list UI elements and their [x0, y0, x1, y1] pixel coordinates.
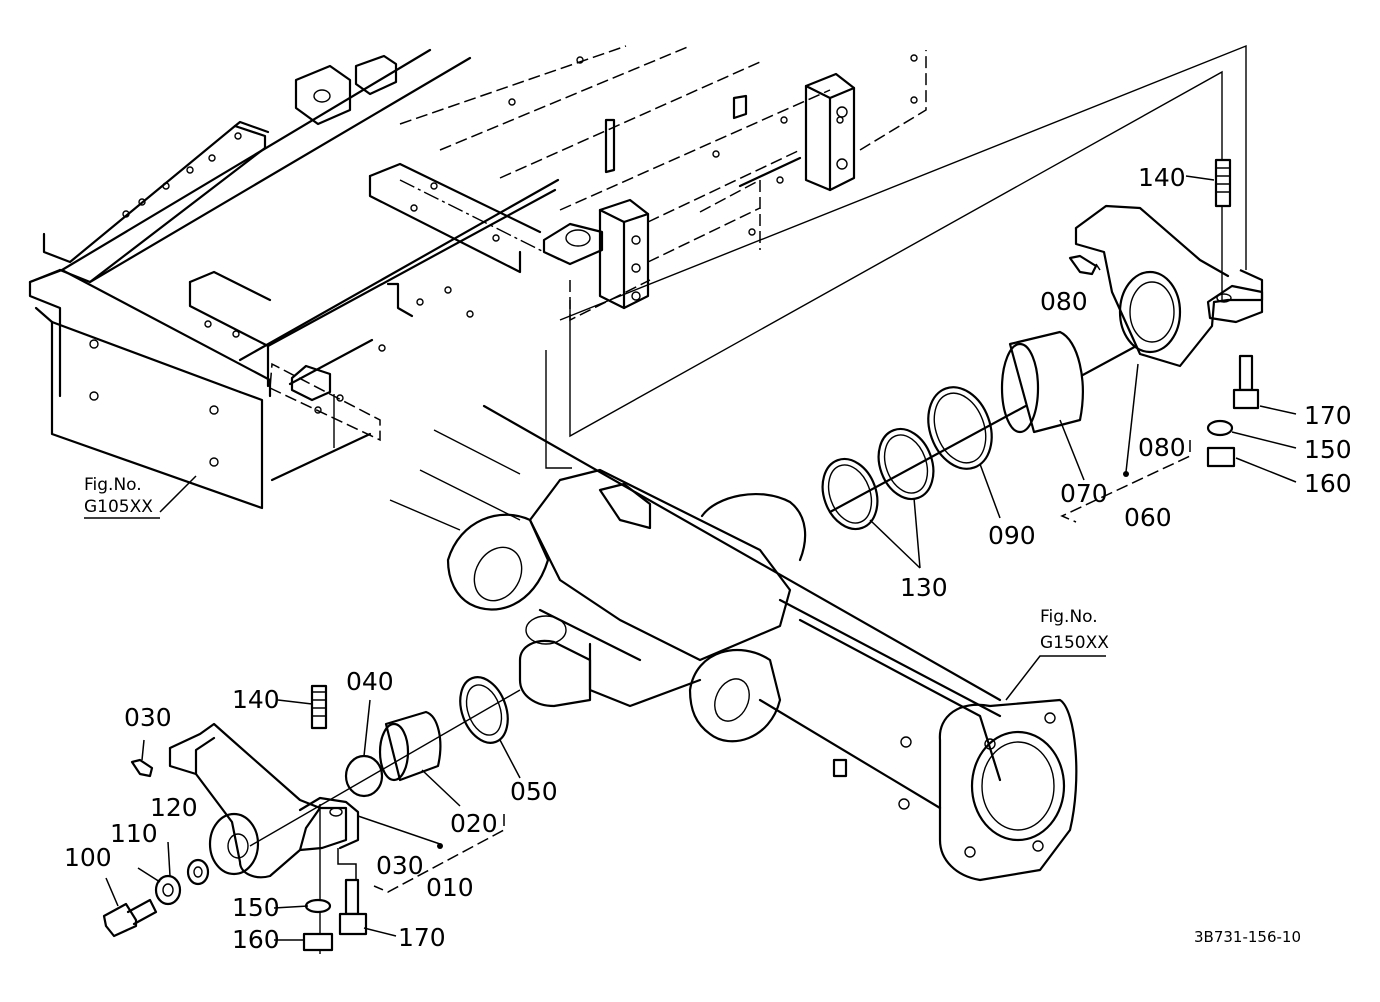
right-pivot-assembly	[821, 158, 1264, 531]
frame-assembly	[28, 45, 927, 510]
part-label-040: 040	[346, 667, 394, 696]
part-label-020: 020	[450, 809, 498, 838]
figure-reference-g105xx: Fig.No. G105XX	[84, 475, 160, 519]
part-label-050: 050	[510, 777, 558, 806]
part-label-160: 160	[232, 925, 280, 954]
part-label-010: 010	[426, 873, 474, 902]
figure-reference-g150xx: Fig.No. G150XX	[1040, 607, 1109, 653]
part-label-150: 150	[232, 893, 280, 922]
part-label-070: 070	[1060, 479, 1108, 508]
part-labels: 140 080 170 150 160 080 070 060 090 130 …	[64, 163, 1352, 954]
drawing-code: 3B731-156-10	[1194, 928, 1301, 946]
part-label-060: 060	[1124, 503, 1172, 532]
part-label-080: 080	[1138, 433, 1186, 462]
figure-ref-line2: G150XX	[1040, 633, 1109, 653]
part-label-130: 130	[900, 573, 948, 602]
figure-ref-line2: G105XX	[84, 497, 153, 517]
axle-housing	[389, 404, 1078, 882]
part-label-080: 080	[1040, 287, 1088, 316]
part-label-030: 030	[376, 851, 424, 880]
part-label-170: 170	[398, 923, 446, 952]
part-label-160: 160	[1304, 469, 1352, 498]
part-label-140: 140	[232, 685, 280, 714]
figure-ref-line1: Fig.No.	[84, 475, 142, 495]
left-pivot-assembly	[102, 676, 521, 954]
part-label-030: 030	[124, 703, 172, 732]
connector-lines	[333, 44, 1247, 469]
part-label-140: 140	[1138, 163, 1186, 192]
part-label-120: 120	[150, 793, 198, 822]
figure-ref-line1: Fig.No.	[1040, 607, 1098, 627]
part-label-110: 110	[110, 819, 158, 848]
part-label-100: 100	[64, 843, 112, 872]
part-label-150: 150	[1304, 435, 1352, 464]
part-label-090: 090	[988, 521, 1036, 550]
part-label-170: 170	[1304, 401, 1352, 430]
leader-lines	[105, 175, 1297, 941]
